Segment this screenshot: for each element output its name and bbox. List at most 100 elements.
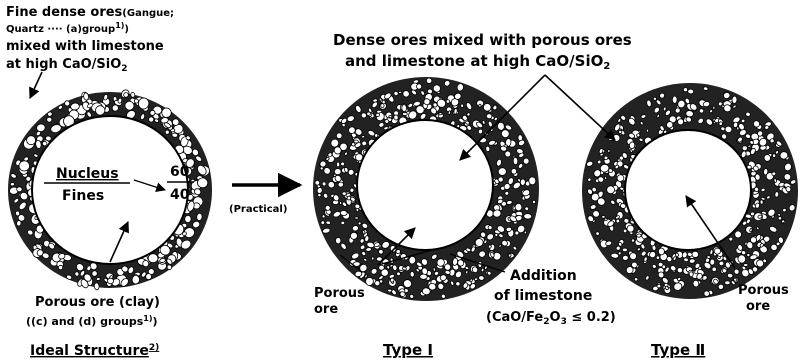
pebble [725, 126, 733, 133]
pebble [492, 105, 497, 110]
pebble [714, 248, 721, 254]
pebble [196, 213, 202, 221]
pebble [409, 256, 417, 264]
pebble [365, 277, 373, 286]
pebble [720, 126, 725, 131]
pebble [107, 278, 114, 284]
pebble [92, 271, 98, 277]
pebble [83, 93, 89, 101]
pebble [402, 112, 407, 115]
pebble [393, 115, 398, 121]
ideal-top-note-line1: Fine dense ores(Gangue; [6, 5, 174, 20]
pebble [656, 256, 660, 260]
pebble [782, 208, 786, 212]
type2-pellet [582, 83, 798, 299]
ideal-porous-line2: ((c) and (d) groups1)) [26, 314, 158, 328]
pebble [10, 182, 15, 186]
pebble [335, 237, 341, 243]
pebble [400, 291, 406, 297]
pebble [132, 275, 140, 284]
addition-line2: of limestone [494, 288, 592, 304]
practical-header-line1: Dense ores mixed with porous ores [333, 31, 632, 49]
pebble [727, 273, 733, 278]
pebble [775, 192, 779, 198]
type1-porous-line1: Porous [314, 286, 365, 301]
pebble [483, 103, 491, 111]
type2-core [625, 130, 751, 250]
fines-label: Fines [62, 188, 104, 204]
ratio-top: 60 [170, 164, 190, 180]
pebble [689, 272, 693, 277]
pebble [341, 221, 345, 225]
pebble [361, 135, 365, 138]
pebble [373, 98, 378, 102]
pebble [524, 213, 532, 219]
pebble [165, 130, 169, 134]
pebble [750, 237, 757, 244]
pebble [474, 278, 478, 281]
pebble [172, 118, 179, 125]
pebble [772, 154, 775, 158]
pebble [532, 200, 536, 204]
type1-caption: Type Ⅰ [383, 341, 433, 359]
pebble [334, 169, 341, 175]
pebble [688, 89, 694, 94]
pebble [317, 193, 321, 197]
pebble [693, 280, 700, 287]
pebble [672, 96, 677, 103]
header-pointer-type2 [545, 75, 615, 140]
ideal-mix-line2: at high CaO/SiO2 [6, 57, 128, 74]
pebble [486, 114, 492, 119]
pebble [732, 96, 737, 104]
pebble [461, 104, 464, 107]
ratio-bottom: 40 [170, 187, 190, 203]
pebble [485, 146, 490, 152]
ideal-porous-line1: Porous ore (clay) [35, 295, 160, 310]
pebble [420, 274, 428, 279]
pebble [58, 265, 63, 270]
pebble [96, 277, 100, 280]
pebble [712, 267, 717, 272]
pebble [637, 234, 642, 237]
pebble [634, 277, 638, 281]
pebble [778, 216, 782, 220]
pebble [322, 182, 326, 186]
pebble [340, 210, 347, 216]
pebble [515, 203, 522, 211]
type1-porous-line2: ore [314, 302, 338, 317]
pebble [631, 239, 635, 243]
pebble [658, 262, 663, 267]
pebble [371, 257, 374, 261]
pebble [326, 221, 331, 225]
pebble [513, 157, 518, 165]
pebble [336, 162, 340, 167]
pebble [389, 115, 393, 118]
type2-porous-line1: Porous [738, 283, 789, 298]
pebble [658, 248, 664, 255]
pebble [622, 248, 627, 252]
pebble [339, 201, 341, 204]
pebble [402, 104, 407, 111]
pebble [342, 192, 346, 195]
pebble [362, 230, 365, 234]
pebble [653, 97, 656, 100]
type1-core [357, 120, 493, 250]
pebble [657, 284, 661, 288]
pebble [511, 168, 517, 174]
pebble [683, 258, 688, 263]
pebble [608, 149, 610, 152]
nucleus-label: Nucleus [56, 166, 119, 182]
pebble [381, 103, 385, 107]
pebble [748, 145, 752, 148]
pebble [611, 253, 619, 259]
pebble [19, 160, 30, 171]
pebble [375, 281, 380, 286]
pebble [528, 177, 536, 186]
pebble [760, 200, 764, 205]
addition-condition: (CaO/Fe2O3 ≤ 0.2) [486, 310, 616, 327]
pebble [398, 91, 401, 93]
pebble [725, 281, 731, 285]
pebble [374, 133, 378, 137]
pebble [94, 283, 99, 290]
pebble [689, 259, 695, 264]
